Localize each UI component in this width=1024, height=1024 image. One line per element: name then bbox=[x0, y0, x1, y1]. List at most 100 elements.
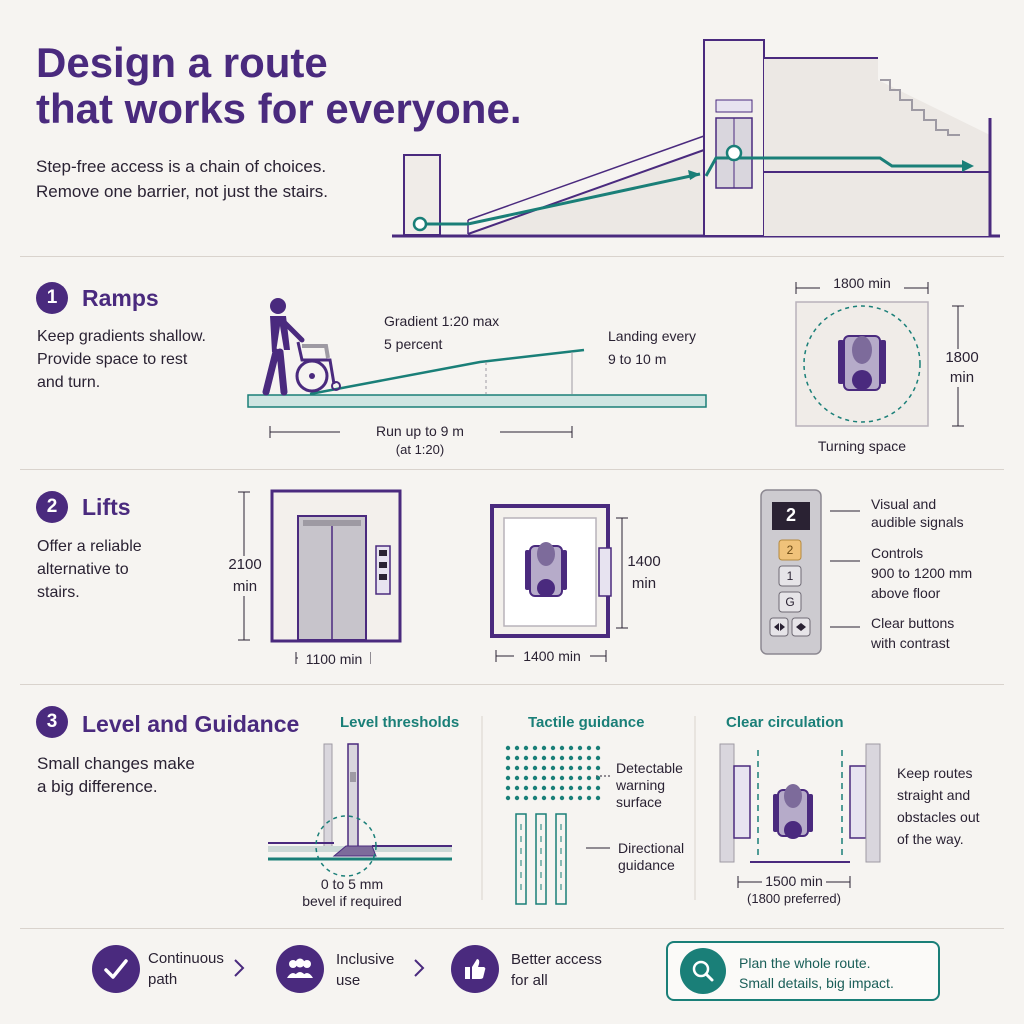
tactile-dot bbox=[523, 765, 529, 771]
tactile-dot bbox=[568, 795, 574, 801]
circulation-width-label: 1500 min (1800 preferred) bbox=[747, 873, 841, 906]
divider bbox=[20, 928, 1004, 929]
thresholds-title: Level thresholds bbox=[340, 714, 460, 731]
tactile-dot bbox=[523, 795, 529, 801]
tactile-dot bbox=[595, 775, 601, 781]
tactile-dot bbox=[595, 755, 601, 761]
turn-width-label: 1800 min bbox=[820, 274, 904, 292]
tactile-dot bbox=[541, 785, 547, 791]
car-width-label: 1400 min bbox=[514, 647, 590, 665]
person-pushing-wheelchair-icon bbox=[262, 298, 341, 396]
tactile-dot bbox=[550, 795, 556, 801]
tactile-dot bbox=[523, 785, 529, 791]
section-number-3: 3 bbox=[36, 706, 68, 738]
tactile-dot bbox=[577, 765, 583, 771]
turning-space-diagram bbox=[795, 282, 964, 427]
door-width-label: 1100 min bbox=[298, 650, 370, 668]
tactile-dot bbox=[541, 795, 547, 801]
tactile-dot bbox=[523, 775, 529, 781]
lifts-description: Offer a reliable alternative to stairs. bbox=[37, 538, 142, 601]
tactile-directional-label: Directional guidance bbox=[618, 840, 685, 873]
tactile-dot bbox=[550, 765, 556, 771]
tactile-warning-label: Detectable warning surface bbox=[616, 760, 683, 810]
circulation-note: Keep routes straight and obstacles out o… bbox=[897, 765, 980, 847]
tactile-dot bbox=[532, 765, 538, 771]
tactile-dot bbox=[541, 745, 547, 751]
car-depth-label: 1400 min bbox=[624, 553, 664, 593]
lift-note-controls: Controls 900 to 1200 mm above floor bbox=[871, 545, 973, 601]
tactile-dot bbox=[577, 785, 583, 791]
hero-route-illustration bbox=[392, 39, 1000, 238]
tactile-dot bbox=[523, 745, 529, 751]
tactile-dot bbox=[586, 785, 592, 791]
divider bbox=[20, 684, 1004, 685]
lift-door-diagram bbox=[238, 489, 860, 664]
tactile-dot bbox=[586, 775, 592, 781]
tactile-dot bbox=[595, 795, 601, 801]
lift-button-2[interactable]: 2 bbox=[786, 543, 794, 557]
ramp-diagram bbox=[247, 348, 707, 438]
tactile-dot bbox=[541, 765, 547, 771]
tactile-dot bbox=[532, 755, 538, 761]
tactile-dot bbox=[514, 755, 520, 761]
step-better-access: Better access for all bbox=[511, 951, 602, 989]
tactile-dot bbox=[550, 775, 556, 781]
divider bbox=[20, 256, 1004, 257]
level-description: Small changes make a big difference. bbox=[37, 754, 195, 796]
tactile-dot bbox=[568, 745, 574, 751]
tactile-dot bbox=[595, 765, 601, 771]
lift-button-1[interactable]: 1 bbox=[786, 569, 794, 583]
tactile-dot bbox=[550, 755, 556, 761]
search-icon bbox=[680, 948, 726, 994]
tactile-dot bbox=[559, 785, 565, 791]
tactile-dot bbox=[559, 775, 565, 781]
run-label: Run up to 9 m (at 1:20) bbox=[340, 422, 500, 458]
landing-label: Landing every 9 to 10 m bbox=[608, 328, 696, 367]
tactile-dot bbox=[532, 795, 538, 801]
tactile-dot bbox=[577, 795, 583, 801]
tactile-dot bbox=[568, 765, 574, 771]
section-title-lifts: Lifts bbox=[82, 494, 131, 520]
tactile-dot bbox=[586, 745, 592, 751]
tactile-dot bbox=[550, 785, 556, 791]
threshold-label: 0 to 5 mm bevel if required bbox=[302, 876, 402, 909]
lift-floor-display: 2 bbox=[785, 505, 796, 525]
tactile-dot bbox=[541, 755, 547, 761]
ramps-description: Keep gradients shallow. Provide space to… bbox=[37, 328, 206, 391]
tactile-warning-dots bbox=[505, 745, 601, 801]
tactile-dot bbox=[559, 795, 565, 801]
divider bbox=[20, 469, 1004, 470]
tactile-dot bbox=[532, 745, 538, 751]
tactile-dot bbox=[559, 755, 565, 761]
chevron-right-icon bbox=[233, 958, 245, 983]
circulation-title: Clear circulation bbox=[726, 714, 844, 731]
tactile-dot bbox=[568, 775, 574, 781]
tactile-dot bbox=[532, 785, 538, 791]
tactile-dot bbox=[505, 775, 511, 781]
tactile-dot bbox=[505, 765, 511, 771]
tactile-dot bbox=[595, 745, 601, 751]
tactile-dot bbox=[505, 795, 511, 801]
lift-note-buttons: Clear buttons with contrast bbox=[871, 615, 955, 651]
tactile-dot bbox=[514, 795, 520, 801]
thumbs-up-icon bbox=[451, 945, 499, 993]
chevron-right-icon bbox=[413, 958, 425, 983]
tactile-dot bbox=[577, 755, 583, 761]
tactile-dot bbox=[568, 785, 574, 791]
page-title: Design a route that works for everyone. bbox=[36, 39, 522, 132]
tactile-dot bbox=[505, 785, 511, 791]
tactile-dot bbox=[523, 755, 529, 761]
step-continuous-path: Continuous path bbox=[148, 950, 224, 988]
tactile-dot bbox=[514, 765, 520, 771]
tactile-dot bbox=[568, 755, 574, 761]
tactile-dot bbox=[514, 785, 520, 791]
lift-button-g[interactable]: G bbox=[785, 595, 795, 609]
check-icon bbox=[92, 945, 140, 993]
tactile-dot bbox=[586, 765, 592, 771]
people-icon bbox=[276, 945, 324, 993]
tactile-dot bbox=[559, 745, 565, 751]
step-inclusive-use: Inclusive use bbox=[336, 951, 395, 989]
tactile-dot bbox=[505, 755, 511, 761]
lift-note-signals: Visual and audible signals bbox=[871, 496, 964, 530]
tactile-dot bbox=[595, 785, 601, 791]
